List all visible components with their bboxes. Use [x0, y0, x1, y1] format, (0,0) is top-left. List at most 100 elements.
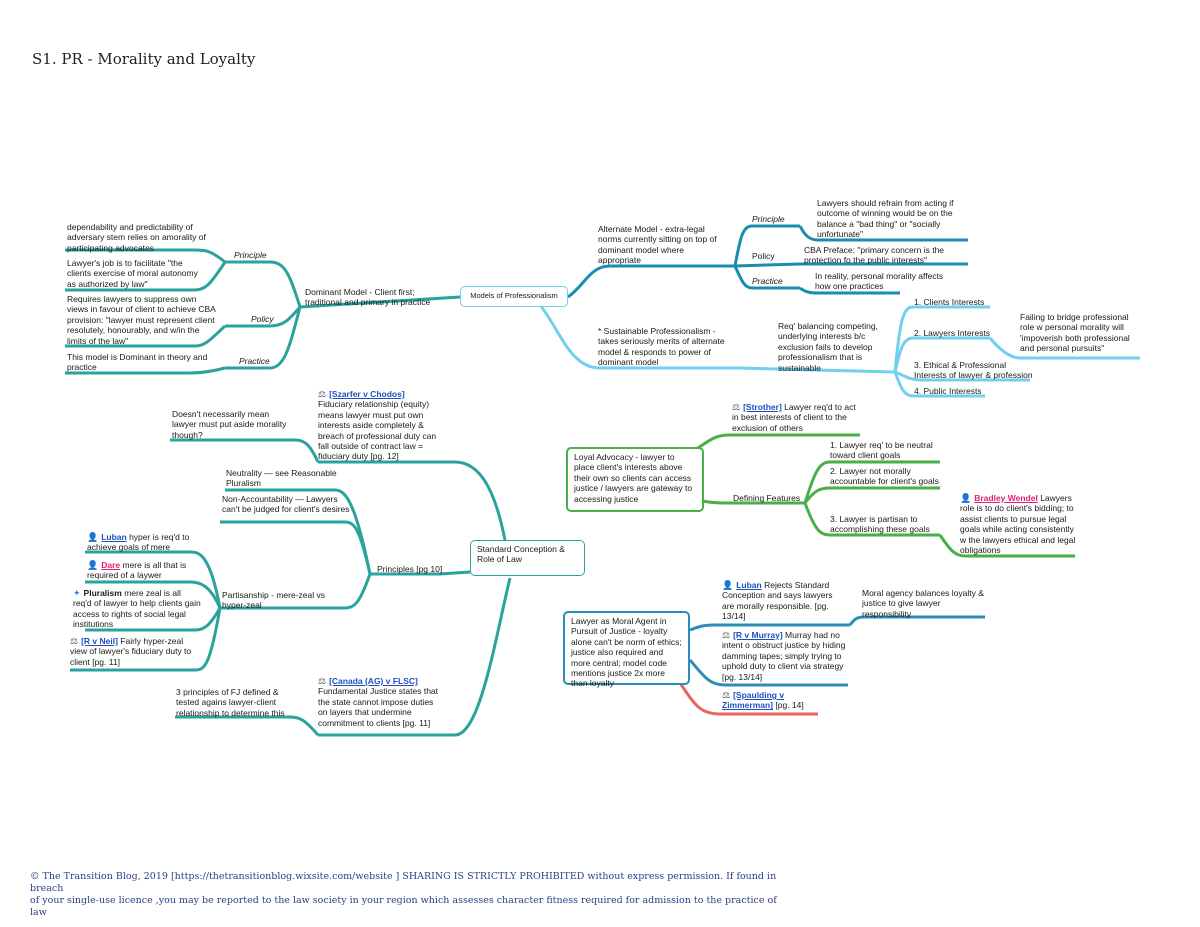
pluralism-label: Pluralism [83, 588, 122, 598]
szarfer-case-node[interactable]: ⚖[Szarfer v Chodos] Fiduciary relationsh… [318, 389, 446, 462]
pluralism-node[interactable]: ✦Pluralism mere zeal is all req'd of law… [73, 588, 201, 630]
alternate-principle-text[interactable]: Lawyers should refrain from acting if ou… [817, 198, 954, 240]
luban2-text: Rejects Standard Conception and says law… [722, 580, 833, 622]
szarfer-ref[interactable]: [Szarfer v Chodos] [329, 389, 405, 399]
r-v-neil-node[interactable]: ⚖[R v Neil] Fairly hyper-zeal view of la… [70, 636, 198, 667]
canada-case-node[interactable]: ⚖[Canada (AG) v FLSC] Fundamental Justic… [318, 676, 444, 728]
spaulding-ref[interactable]: [Spaulding v Zimmerman] [722, 690, 785, 711]
non-accountability-node[interactable]: Non-Accountability — Lawyers can't be ju… [222, 494, 350, 515]
moral-agent-branch-lines [688, 615, 985, 687]
dominant-practice-label[interactable]: Practice [239, 356, 270, 366]
principles-node[interactable]: Principles [pg 10] [377, 564, 443, 574]
connector-models-sustainable [538, 304, 740, 370]
connector-partisanship-luban [85, 550, 222, 609]
spaulding-text: [pg. 14] [773, 700, 804, 711]
luban-ref[interactable]: Luban [101, 532, 127, 542]
luban2-ref[interactable]: Luban [736, 580, 762, 590]
strother-node[interactable]: ⚖[Strother] Lawyer req'd to act in best … [732, 402, 860, 433]
alternate-principle-label[interactable]: Principle [752, 214, 785, 224]
luban-partisanship-node[interactable]: 👤Luban hyper is req'd to achieve goals o… [87, 532, 197, 553]
sustainable-professionalism-node[interactable]: * Sustainable Professionalism - takes se… [598, 326, 725, 368]
connector-luban-note [848, 615, 985, 626]
dominant-practice-text[interactable]: This model is Dominant in theory and pra… [67, 352, 208, 373]
connector-models-dominant [299, 295, 461, 309]
connector-alternate-practice [733, 265, 800, 290]
partisanship-node[interactable]: Partisanship - mere-zeal vs hyper-zeal [222, 590, 325, 611]
szarfer-note[interactable]: Doesn't necessarily mean lawyer must put… [172, 409, 287, 440]
standard-conception-label: Standard Conception & Role of Law [477, 544, 565, 565]
page-title: S1. PR - Morality and Loyalty [32, 50, 256, 68]
moral-agent-label: Lawyer as Moral Agent in Pursuit of Just… [571, 616, 682, 689]
r-v-neil-text: Fairly hyper-zeal view of lawyer's fiduc… [70, 636, 192, 667]
dare-node[interactable]: 👤Dare mere is all that is required of a … [87, 560, 197, 581]
canada-text: Fundamental Justice states that the stat… [318, 686, 439, 728]
alternate-policy-text[interactable]: CBA Preface: "primary concern is the pro… [804, 245, 945, 266]
sustainable-requirement-text[interactable]: Req' balancing competing, underlying int… [778, 321, 878, 373]
wendel-text: Lawyers role is to do client's bidding; … [960, 493, 1076, 556]
connector-policy-text [65, 324, 227, 348]
dare-ref[interactable]: Dare [101, 560, 121, 570]
alternate-branch-lines [567, 224, 968, 299]
defining-feature-2[interactable]: 2. Lawyer not morally accountable for cl… [830, 466, 939, 487]
connector-defining-2 [803, 486, 940, 504]
alternate-practice-label[interactable]: Practice [752, 276, 783, 286]
luban-moral-note[interactable]: Moral agency balances loyalty & justice … [862, 588, 984, 619]
luban-text: hyper is req'd to achieve goals of mere [87, 532, 190, 553]
connector-req-1 [893, 305, 990, 373]
canada-note[interactable]: 3 principles of FJ defined & tested agai… [176, 687, 285, 718]
dominant-policy-text[interactable]: Requires lawyers to suppress own views i… [67, 294, 216, 346]
connector-principles-nonacc [220, 520, 372, 575]
spaulding-node[interactable]: ⚖[Spaulding v Zimmerman] [pg. 14] [722, 690, 820, 711]
dominant-principle-text-2[interactable]: Lawyer's job is to facilitate "the clien… [67, 258, 198, 289]
models-of-professionalism-node[interactable]: Models of Professionalism [460, 286, 568, 307]
connector-alternate-policy [734, 262, 801, 268]
user-icon: 👤 [960, 493, 972, 503]
connector-moral-murray [688, 659, 848, 687]
r-v-neil-ref[interactable]: [R v Neil] [81, 636, 118, 646]
connector-sustainable-req [739, 366, 896, 374]
luban-moral-node[interactable]: 👤Luban Rejects Standard Conception and s… [722, 580, 846, 622]
alternate-policy-label[interactable]: Policy [752, 251, 775, 261]
sustainable-item-1[interactable]: 1. Clients Interests [914, 297, 985, 307]
dominant-principle-label[interactable]: Principle [234, 250, 267, 260]
loyal-advocacy-label: Loyal Advocacy - lawyer to place client'… [574, 452, 693, 504]
sustainable-item-4[interactable]: 4. Public Interests [914, 386, 982, 396]
gavel-icon: ⚖ [318, 389, 327, 399]
r-v-murray-node[interactable]: ⚖[R v Murray] Murray had no intent o obs… [722, 630, 847, 682]
alternate-model-node[interactable]: Alternate Model - extra-legal norms curr… [598, 224, 717, 266]
neutrality-node[interactable]: Neutrality — see Reasonable Pluralism [226, 468, 337, 489]
moral-agent-node[interactable]: Lawyer as Moral Agent in Pursuit of Just… [563, 611, 690, 689]
bradley-wendel-node[interactable]: 👤Bradley Wendel Lawyers role is to do cl… [960, 493, 1080, 555]
connector-dominant-practice [225, 306, 302, 370]
dominant-branch-lines [65, 248, 461, 375]
connector-req-4 [893, 371, 985, 398]
murray-ref[interactable]: [R v Murray] [733, 630, 783, 640]
standard-branch-lines [70, 438, 512, 737]
defining-feature-3[interactable]: 3. Lawyer is partisan to accomplishing t… [830, 514, 930, 535]
defining-feature-1[interactable]: 1. Lawyer req' to be neutral toward clie… [830, 440, 933, 461]
connector-alt-practice-text [799, 286, 900, 295]
szarfer-text: Fiduciary relationship (equity) means la… [318, 399, 437, 462]
connector-models-alternate [567, 264, 735, 299]
dominant-model-node[interactable]: Dominant Model - Client first; tradition… [305, 287, 431, 308]
connector-dominant-policy [225, 305, 302, 328]
canada-ref[interactable]: [Canada (AG) v FLSC] [329, 676, 418, 686]
connector-3-wendel [938, 534, 1075, 558]
connector-alt-principle-text [798, 225, 968, 242]
sustainable-item-3[interactable]: 3. Ethical & Professional Interests of l… [914, 360, 1033, 381]
standard-conception-node[interactable]: Standard Conception & Role of Law [470, 540, 585, 576]
connector-2-detail [988, 337, 1140, 360]
pluralism-text: mere zeal is all req'd of lawyer to help… [73, 588, 201, 630]
loyal-advocacy-node[interactable]: Loyal Advocacy - lawyer to place client'… [566, 447, 704, 512]
sustainable-item-2[interactable]: 2. Lawyers Interests [914, 328, 991, 338]
footer-line-2: of your single-use licence ,you may be r… [30, 895, 777, 918]
defining-features-node[interactable]: Defining Features [733, 493, 801, 503]
dominant-policy-label[interactable]: Policy [251, 314, 274, 324]
wendel-ref[interactable]: Bradley Wendel [974, 493, 1038, 503]
strother-ref[interactable]: [Strother] [743, 402, 782, 412]
dominant-principle-text-1[interactable]: dependability and predictability of adve… [67, 222, 206, 253]
connector-principles-partisanship [220, 573, 372, 610]
connector-req-2 [893, 336, 990, 373]
sustainable-item-2-detail[interactable]: Failing to bridge professional role w pe… [1020, 312, 1130, 354]
alternate-practice-text[interactable]: In reality, personal morality affects ho… [815, 271, 944, 292]
